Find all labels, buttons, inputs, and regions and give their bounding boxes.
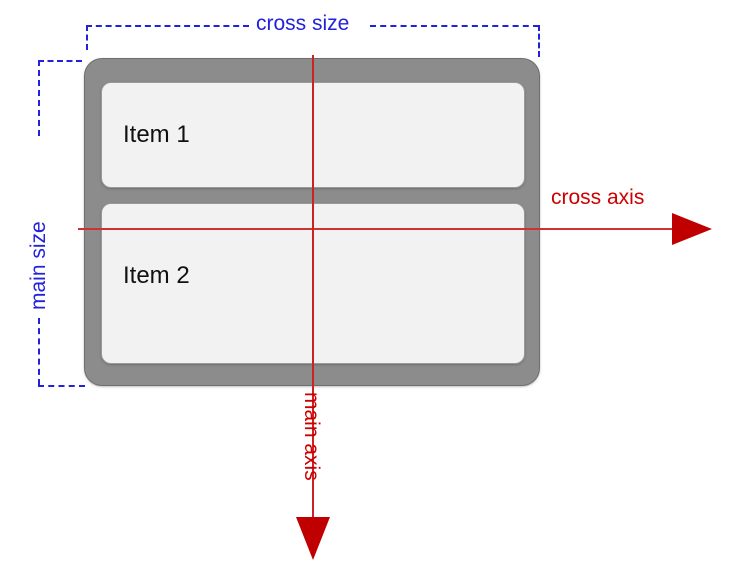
cross-size-bracket-left-segment [86, 25, 249, 27]
cross-axis-line [78, 228, 706, 230]
cross-size-bracket-left-tick [86, 25, 88, 50]
cross-axis-arrowhead-icon [672, 213, 712, 245]
main-size-bracket-bottom-tick [38, 385, 85, 387]
cross-size-label: cross size [256, 12, 350, 35]
main-axis-arrowhead-icon [296, 517, 330, 560]
cross-size-bracket-right-segment [370, 25, 539, 27]
main-size-label: main size [27, 221, 50, 310]
flex-item-2-label: Item 2 [123, 262, 190, 289]
main-axis-line [312, 55, 314, 527]
main-size-bracket-lower-segment [38, 318, 40, 385]
main-axis-label: main axis [300, 392, 323, 481]
main-size-bracket-top-tick [38, 60, 82, 62]
flex-item-1-label: Item 1 [123, 121, 190, 148]
main-size-bracket-upper-segment [38, 60, 40, 136]
cross-axis-label: cross axis [551, 186, 645, 209]
cross-size-bracket-right-tick [538, 25, 540, 57]
